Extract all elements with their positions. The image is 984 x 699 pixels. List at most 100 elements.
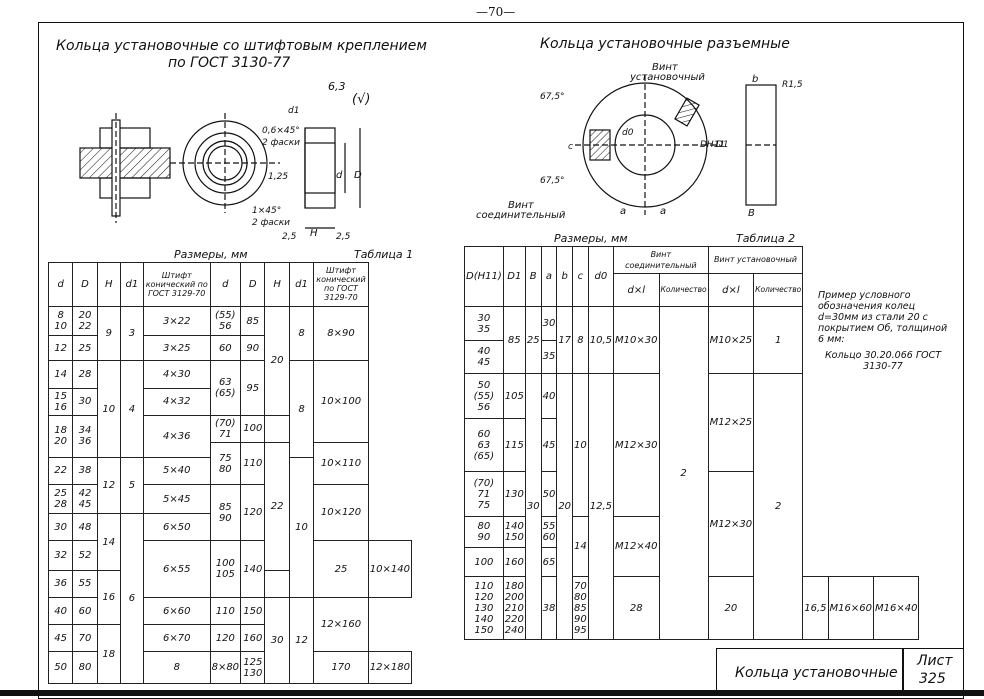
table-2: D(H11) D1 B a b c d0 Винт соединительный… bbox=[464, 245, 920, 640]
label-screw-conn2: соединительный bbox=[476, 210, 566, 221]
t1-d1: 6 bbox=[119, 513, 144, 684]
t2-D1: 85 bbox=[502, 306, 526, 375]
dim-d0: d0 bbox=[622, 128, 634, 138]
dim-DH11: DH11 bbox=[700, 140, 726, 150]
t1-d-r: 85 90 bbox=[209, 483, 242, 542]
t1-H: 12 bbox=[96, 456, 121, 515]
t2-h-c: c bbox=[572, 245, 589, 308]
dim-d: d bbox=[336, 170, 343, 181]
t1-pin-r: 8×90 bbox=[313, 305, 369, 362]
t1-pin: 3×22 bbox=[142, 305, 211, 337]
dim-25a: 2,5 bbox=[282, 232, 297, 242]
t1-H-r: 20 bbox=[264, 305, 290, 416]
t1-pin: 6×60 bbox=[142, 597, 211, 626]
dim-D: D bbox=[354, 170, 362, 181]
label-screw-set2: установочный bbox=[630, 72, 705, 83]
t1-D: 60 bbox=[72, 597, 98, 626]
t1-d1-r: 10 bbox=[288, 456, 315, 599]
t1-h-d1: d1 bbox=[119, 262, 144, 307]
t2-h-a: a bbox=[540, 245, 558, 308]
t1-h-d1-r: d1 bbox=[288, 262, 315, 307]
table1-caption: Размеры, мм bbox=[174, 248, 248, 261]
t2-h-dl2: d×l bbox=[707, 272, 755, 308]
dim-25b: 2,5 bbox=[336, 232, 351, 242]
t2-a: 35 bbox=[540, 339, 558, 375]
roughness-value: 6,3 bbox=[328, 80, 346, 93]
t2-h-n: Количество bbox=[658, 272, 709, 308]
t2-D: 60 63 (65) bbox=[464, 417, 504, 473]
t1-d: 15 16 bbox=[47, 387, 74, 416]
t2-D1: 115 bbox=[502, 417, 526, 473]
t2-h-n2: Количество bbox=[753, 272, 804, 308]
dim-D1: D1 bbox=[716, 140, 729, 150]
t2-D: 40 45 bbox=[464, 339, 504, 375]
dim-B: B bbox=[748, 208, 755, 219]
t2-d0: 16,5 bbox=[802, 576, 829, 640]
t1-pin-r: 12×160 bbox=[313, 597, 369, 653]
t1-H-r: 25 bbox=[313, 540, 369, 599]
dim-d1: d1 bbox=[288, 106, 300, 116]
t1-D: 52 bbox=[72, 540, 98, 571]
left-title: Кольца установочные со штифтовым креплен… bbox=[56, 38, 427, 54]
t2-h-D: D(H11) bbox=[464, 245, 504, 308]
left-subtitle: по ГОСТ 3130-77 bbox=[168, 55, 291, 71]
t2-h-dl: d×l bbox=[613, 272, 660, 308]
t1-D-r: 120 bbox=[240, 483, 266, 542]
t1-pin-r: 10×120 bbox=[313, 483, 369, 542]
t1-pin-r: 12×180 bbox=[367, 651, 413, 684]
example-designation: Кольцо 30.20.066 ГОСТ 3130-77 bbox=[824, 350, 942, 372]
dim-chamfer-note: 2 фаски bbox=[262, 138, 301, 148]
t1-pin: 5×45 bbox=[142, 483, 211, 515]
t1-D: 30 bbox=[72, 387, 98, 416]
t2-conn-n: 2 bbox=[658, 306, 709, 640]
t1-d: 32 bbox=[47, 540, 74, 571]
dim-b: b bbox=[752, 74, 759, 85]
t1-d: 14 bbox=[47, 360, 74, 389]
t1-d: 30 bbox=[47, 513, 74, 542]
t1-D-r: 170 bbox=[313, 651, 369, 684]
t2-D: 50 (55) 56 bbox=[464, 373, 504, 419]
t2-a: 45 bbox=[540, 417, 558, 473]
footer-sheet-number: 325 bbox=[919, 671, 946, 687]
t2-h-d0: d0 bbox=[587, 245, 615, 308]
t2-D: 80 90 bbox=[464, 516, 504, 549]
t1-d: 8 10 bbox=[47, 305, 74, 337]
table-1: d D H d1 Штифт конический по ГОСТ 3129-7… bbox=[47, 262, 413, 684]
t1-h-D: D bbox=[72, 262, 98, 307]
t2-set-dl: М16×40 bbox=[872, 576, 920, 640]
t2-a: 30 bbox=[540, 306, 558, 341]
t2-set-dl: М12×25 bbox=[707, 373, 755, 473]
t2-h-set: Винт установочный bbox=[707, 246, 804, 274]
t2-set-n: 1 bbox=[753, 306, 804, 375]
t1-pin: 6×55 bbox=[142, 540, 211, 599]
t2-conn-dl: М16×60 bbox=[827, 576, 875, 640]
dim-angle2: 67,5° bbox=[540, 176, 565, 186]
dim-chamfer2-note: 2 фаски bbox=[252, 218, 291, 228]
t2-h-D1: D1 bbox=[502, 245, 526, 308]
t2-b: 28 bbox=[613, 576, 660, 640]
t1-D-r: 95 bbox=[240, 360, 266, 416]
t1-D-r: 110 bbox=[240, 442, 266, 485]
t1-d-r: 110 bbox=[209, 597, 242, 626]
t1-d: 36 bbox=[47, 569, 74, 599]
page-number: —70— bbox=[476, 5, 516, 19]
t1-H: 9 bbox=[96, 305, 121, 362]
t1-pin: 6×50 bbox=[142, 513, 211, 542]
t1-D: 42 45 bbox=[72, 483, 98, 515]
t1-h-H: H bbox=[96, 262, 121, 307]
t1-H-r: 30 bbox=[264, 597, 290, 684]
t1-d: 50 bbox=[47, 651, 74, 684]
t2-set-dl: М12×30 bbox=[707, 471, 755, 578]
t2-D: 30 35 bbox=[464, 306, 504, 341]
t1-H: 18 bbox=[96, 624, 121, 684]
t1-d1: 4 bbox=[119, 360, 144, 458]
t1-d-r: 63 (65) bbox=[209, 360, 242, 416]
t1-D-r: 90 bbox=[240, 335, 266, 362]
label-screw-set: Винт bbox=[652, 62, 678, 73]
t1-h-pin: Штифт конический по ГОСТ 3129-70 bbox=[142, 262, 211, 307]
footer-sheet-box: Лист 325 bbox=[902, 648, 964, 693]
t1-d-r: 60 bbox=[209, 335, 242, 362]
t1-d-r: 75 80 bbox=[209, 442, 242, 485]
t2-c: 8 bbox=[572, 306, 589, 375]
t1-D: 80 bbox=[72, 651, 98, 684]
